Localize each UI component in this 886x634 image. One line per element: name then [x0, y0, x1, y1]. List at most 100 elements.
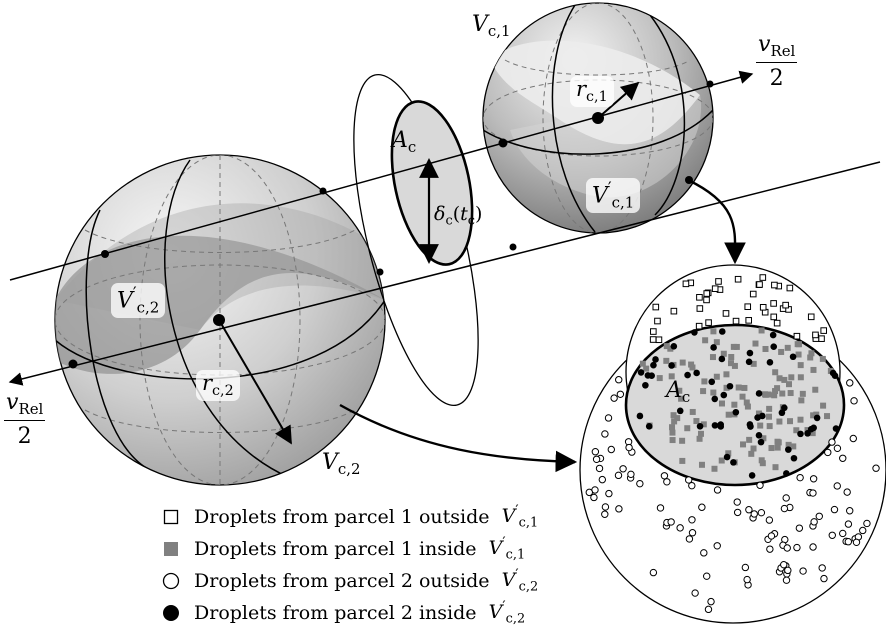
droplet-parcel1-inside: [676, 387, 683, 394]
label-vrel-right: vRel 2: [756, 32, 798, 92]
droplet-parcel2-outside: [616, 390, 625, 398]
droplet-parcel1-inside: [760, 435, 767, 442]
droplet-parcel1-outside: [782, 301, 789, 309]
droplet-parcel2-outside: [627, 470, 635, 479]
droplet-parcel2-outside: [625, 443, 633, 452]
droplet-parcel1-inside: [748, 450, 755, 457]
droplet-parcel1-inside: [774, 444, 781, 451]
collision-cross-section: [353, 73, 479, 407]
label-vprime-c2: V′c,2: [111, 283, 166, 319]
droplet-parcel1-inside: [824, 413, 831, 420]
droplet-parcel2-outside: [601, 430, 609, 438]
droplet-parcel2-outside: [839, 529, 847, 538]
droplet-parcel2-outside: [660, 472, 669, 480]
droplet-parcel2-outside: [839, 454, 847, 462]
droplet-parcel1-inside: [784, 344, 791, 351]
label-vrel-left: vRel 2: [4, 390, 46, 450]
droplet-parcel1-inside: [762, 345, 769, 352]
droplet-parcel2-outside: [766, 545, 774, 553]
droplet-parcel2-inside: [696, 422, 704, 430]
filled-square-marker: [160, 541, 182, 557]
droplet-parcel2-outside: [784, 566, 792, 575]
droplet-parcel1-inside: [679, 437, 686, 444]
radius-r-c1: [592, 81, 640, 124]
droplet-parcel2-outside: [850, 397, 858, 405]
droplet-parcel1-inside: [730, 343, 737, 350]
droplet-parcel2-outside: [830, 505, 839, 514]
label-a-c-zoom: Ac: [666, 378, 691, 407]
droplet-parcel1-inside: [669, 429, 676, 436]
droplet-parcel2-outside: [849, 434, 857, 443]
droplet-parcel2-outside: [615, 505, 623, 513]
droplet-parcel1-outside: [696, 294, 703, 301]
filled-circle-marker: [160, 604, 182, 622]
droplet-parcel1-inside: [718, 400, 725, 407]
droplet-parcel2-inside: [645, 423, 653, 430]
droplet-parcel1-outside: [705, 319, 712, 326]
droplet-parcel2-inside: [783, 470, 790, 477]
droplet-parcel1-inside: [725, 450, 732, 457]
droplet-parcel1-inside: [678, 395, 685, 402]
droplet-parcel2-inside: [693, 369, 700, 377]
droplet-parcel1-inside: [798, 397, 805, 404]
droplet-parcel1-inside: [679, 359, 686, 366]
droplet-parcel1-outside: [807, 313, 815, 321]
droplet-parcel2-outside: [595, 464, 604, 473]
droplet-parcel2-outside: [780, 504, 789, 513]
droplet-parcel2-outside: [863, 519, 871, 528]
droplet-parcel1-inside: [689, 408, 696, 415]
droplet-parcel2-inside: [711, 422, 719, 429]
droplet-parcel1-outside: [745, 317, 753, 324]
droplet-parcel1-inside: [693, 418, 700, 425]
droplet-parcel1-inside: [813, 411, 820, 418]
droplet-parcel1-inside: [701, 378, 708, 385]
droplet-parcel2-outside: [590, 493, 598, 502]
droplet-parcel1-outside: [759, 274, 767, 281]
droplet-parcel2-outside: [782, 576, 791, 584]
droplet-parcel2-outside: [713, 542, 721, 550]
droplet-parcel2-outside: [601, 510, 609, 518]
droplet-parcel1-inside: [740, 441, 747, 448]
droplet-parcel1-inside: [674, 415, 681, 422]
droplet-parcel1-inside: [768, 445, 775, 452]
droplet-parcel1-inside: [728, 354, 735, 361]
droplet-parcel1-outside: [650, 328, 657, 335]
map-arrow-lower: [339, 403, 578, 473]
droplet-parcel1-outside: [649, 336, 657, 343]
droplet-parcel1-inside: [671, 418, 678, 425]
droplet-parcel2-inside: [745, 358, 753, 366]
droplet-parcel1-outside: [771, 281, 778, 289]
droplet-parcel1-inside: [757, 422, 764, 429]
droplet-parcel2-inside: [644, 372, 652, 379]
droplet-parcel1-inside: [696, 435, 703, 442]
droplet-parcel1-inside: [663, 343, 670, 350]
droplet-parcel2-inside: [708, 378, 716, 386]
droplet-parcel1-outside: [682, 280, 690, 288]
droplet-parcel2-outside: [846, 379, 854, 387]
droplet-parcel1-outside: [703, 296, 710, 304]
droplet-parcel2-outside: [809, 489, 817, 497]
droplet-parcel1-inside: [750, 445, 757, 452]
droplet-parcel1-inside: [785, 441, 792, 448]
label-r-c2: rc,2: [196, 370, 240, 402]
droplet-parcel2-outside: [688, 516, 696, 524]
droplet-parcel1-inside: [743, 399, 750, 406]
droplet-parcel2-outside: [833, 444, 842, 453]
droplet-parcel1-inside: [710, 328, 717, 335]
zoom-view: [579, 264, 886, 624]
droplet-parcel2-inside: [785, 446, 792, 453]
droplet-parcel2-outside: [615, 376, 623, 384]
velocity-axes: [8, 70, 881, 386]
droplet-parcel1-inside: [807, 354, 814, 361]
droplet-parcel2-outside: [663, 478, 671, 486]
droplet-parcel1-inside: [799, 390, 806, 397]
droplet-parcel2-outside: [782, 494, 790, 502]
droplet-parcel2-inside: [684, 371, 691, 379]
droplet-parcel1-inside: [758, 327, 765, 334]
droplet-parcel2-outside: [815, 512, 823, 520]
radius-r-c2: [213, 314, 292, 445]
droplet-parcel1-outside: [734, 275, 742, 283]
droplet-parcel1-inside: [727, 360, 734, 367]
droplet-parcel2-inside: [807, 425, 815, 433]
droplet-parcel2-inside: [778, 409, 786, 417]
